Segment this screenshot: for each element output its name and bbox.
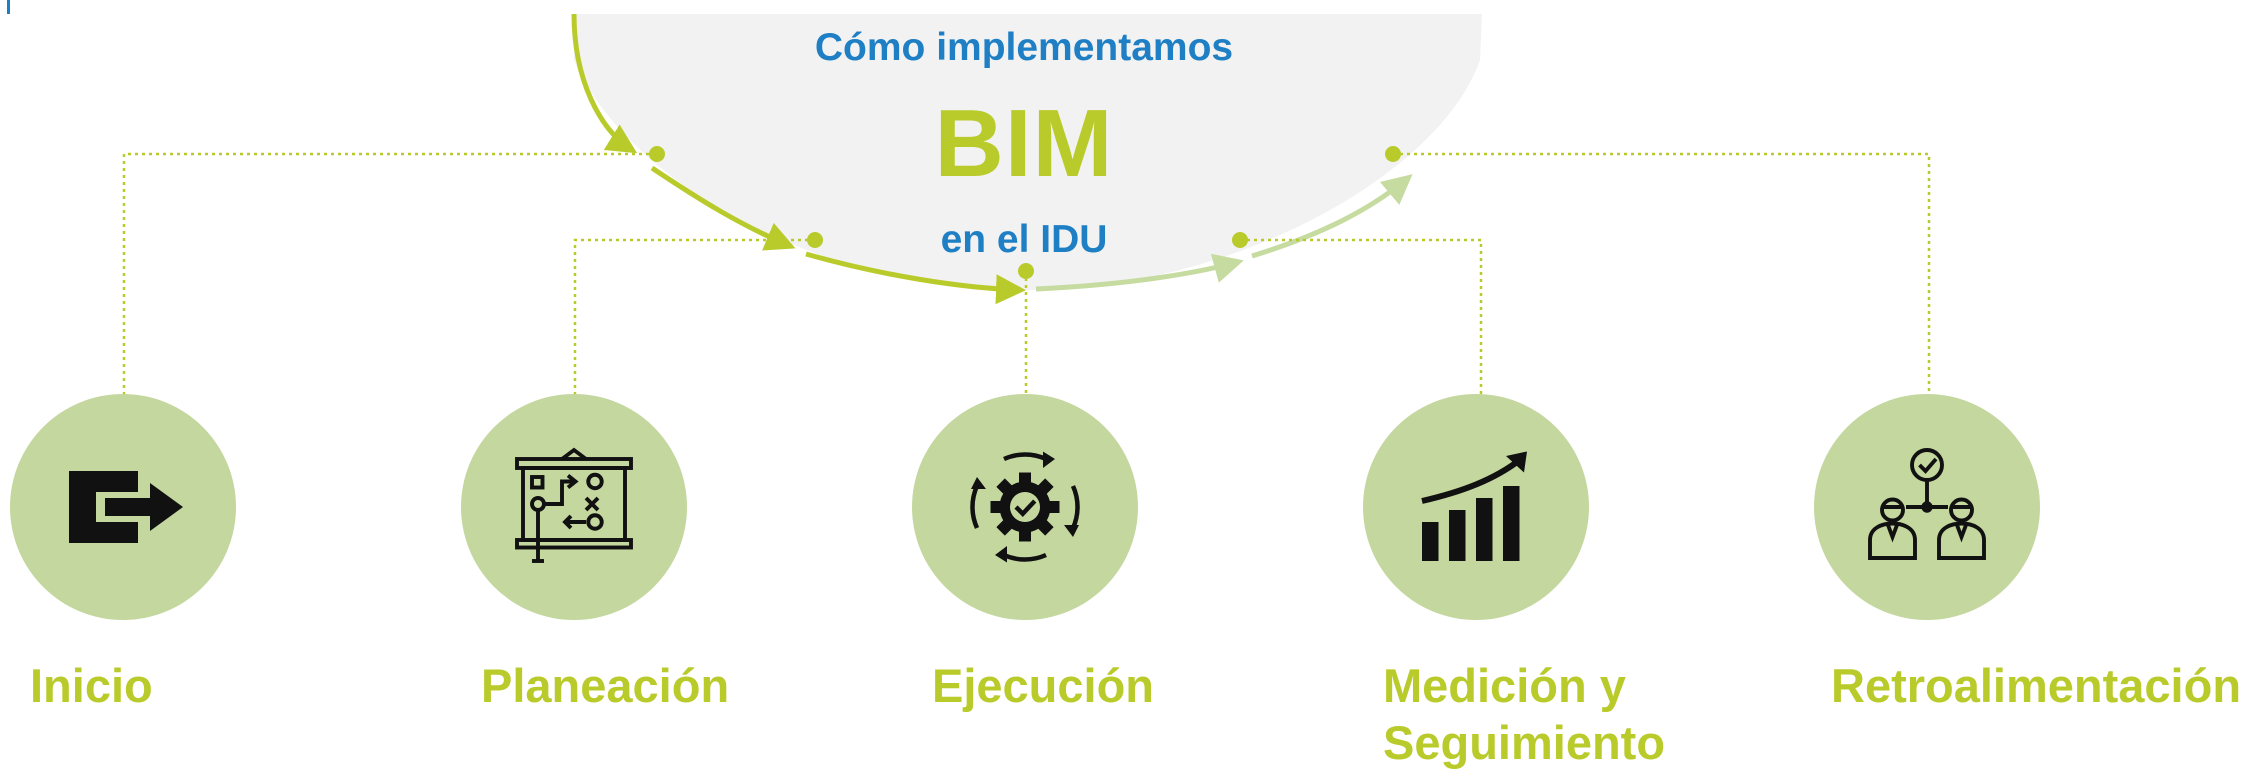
connector-dot-5 (1385, 146, 1401, 162)
corner-mark (7, 0, 10, 14)
connector-dot-3 (1018, 263, 1034, 279)
stage-label-planeacion: Planeación (481, 659, 730, 712)
connector-medicion (1240, 238, 1483, 394)
stage-label-ejecucion: Ejecución (932, 659, 1155, 712)
strategy-board-icon (515, 447, 633, 563)
people-feedback-check-icon (1868, 448, 1986, 560)
stage-label-medicion: Medición y Seguimiento (1383, 659, 1666, 769)
flow-arrow-5 (1251, 174, 1413, 259)
header-bowl (574, 14, 1482, 290)
stage-circle-medicion (1363, 394, 1589, 620)
stage-circle-planeacion (461, 394, 687, 620)
connector-inicio (122, 152, 656, 394)
stage-label-inicio: Inicio (30, 659, 153, 712)
stage-circle-ejecucion (912, 394, 1138, 620)
flow-arrow-3 (805, 251, 1026, 305)
connector-retro (1393, 152, 1931, 394)
connector-dot-4 (1232, 232, 1248, 248)
exit-box-arrow-icon (69, 471, 183, 543)
title-bim: BIM (934, 90, 1114, 197)
title-line-1: Cómo implementamos (814, 26, 1234, 69)
gear-cycle-check-icon (970, 451, 1080, 563)
connector-dot-1 (649, 146, 665, 162)
connector-dot-2 (807, 232, 823, 248)
stage-circle-inicio (10, 394, 236, 620)
stage-circle-retroalimentacion (1814, 394, 2040, 620)
stage-label-retroalimentacion: Retroalimentación (1831, 659, 2242, 712)
bar-chart-growth-icon (1421, 451, 1527, 561)
flow-arrow-4 (1035, 253, 1244, 292)
connector-planeacion (573, 238, 815, 394)
flow-arrow-2 (650, 165, 796, 251)
flow-arrow-1 (571, 13, 638, 154)
title-line-3: en el IDU (940, 218, 1108, 261)
